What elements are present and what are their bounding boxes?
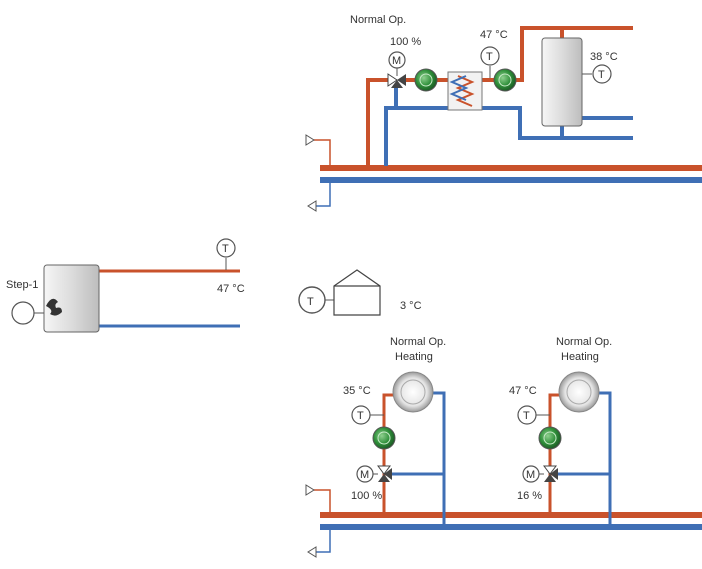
circuit-2-valve-motor[interactable]: M bbox=[522, 465, 544, 483]
tank-sensor-symbol: T bbox=[598, 69, 605, 81]
radiator-2-icon bbox=[558, 371, 600, 413]
circuit-1-supply-temp: 35 °C bbox=[343, 385, 371, 397]
ahu-supply-sensor[interactable]: T bbox=[480, 46, 500, 78]
circuit-2-supply-temp: 47 °C bbox=[509, 385, 537, 397]
circuit-2-mode: Heating bbox=[561, 351, 599, 363]
ahu-valve-motor-symbol: M bbox=[392, 55, 401, 67]
circuit-1-mode: Heating bbox=[395, 351, 433, 363]
ahu-pump-2-icon[interactable] bbox=[493, 68, 517, 92]
supply-in-arrow-icon bbox=[305, 134, 315, 146]
outdoor-sensor-symbol: T bbox=[307, 296, 314, 308]
circuit-1-sensor[interactable]: T bbox=[351, 405, 384, 425]
boiler-flow-temp: 47 °C bbox=[217, 283, 245, 295]
heating-circuit-2: Normal Op. Heating 47 °C T bbox=[509, 336, 612, 524]
circuit-1-three-way-valve-icon[interactable] bbox=[377, 465, 392, 482]
circuit-1-pump-icon[interactable] bbox=[372, 426, 396, 450]
circuit-1-valve-position: 100 % bbox=[351, 490, 382, 502]
ahu-pump-1-icon[interactable] bbox=[414, 68, 438, 92]
radiator-1-icon bbox=[392, 371, 434, 413]
circuit-1-valve-motor-symbol: M bbox=[360, 469, 369, 481]
outdoor-temp: 3 °C bbox=[400, 300, 422, 312]
ahu-valve-position: 100 % bbox=[390, 36, 421, 48]
circuit-2-status: Normal Op. bbox=[556, 336, 612, 348]
boiler-flow-sensor[interactable]: T bbox=[216, 238, 236, 270]
circuit-2-valve-motor-symbol: M bbox=[526, 469, 535, 481]
circuit-1-sensor-symbol: T bbox=[357, 410, 364, 422]
ahu-supply-sensor-symbol: T bbox=[486, 51, 493, 63]
circuit-2-sensor[interactable]: T bbox=[517, 405, 550, 425]
ahu-valve-motor[interactable]: M bbox=[388, 51, 406, 76]
heating-circuits: Normal Op. Heating 35 °C T bbox=[305, 336, 702, 558]
flame-icon bbox=[46, 298, 62, 316]
circuit-2-valve-position: 16 % bbox=[517, 490, 542, 502]
ahu-three-way-valve-icon[interactable] bbox=[387, 73, 406, 88]
house-icon bbox=[333, 269, 381, 316]
circuit-2-pump-icon[interactable] bbox=[538, 426, 562, 450]
outdoor-sensor[interactable]: T bbox=[298, 286, 326, 314]
boiler-sensor-symbol: T bbox=[222, 243, 229, 255]
supply-in-arrow-bottom-icon bbox=[305, 484, 315, 496]
ahu-circuit: Normal Op. 100 % M 47 °C T bbox=[305, 14, 702, 212]
boiler-unit-icon[interactable] bbox=[43, 264, 100, 333]
heat-exchanger-icon bbox=[447, 71, 483, 111]
circuit-2-sensor-symbol: T bbox=[523, 410, 530, 422]
tank-sensor[interactable]: T bbox=[582, 64, 612, 84]
boiler-section: Step-1 T 47 °C bbox=[6, 238, 245, 333]
ahu-status-label: Normal Op. bbox=[350, 14, 406, 26]
return-out-arrow-icon bbox=[307, 200, 317, 212]
circuit-1-status: Normal Op. bbox=[390, 336, 446, 348]
circuit-1-valve-motor[interactable]: M bbox=[356, 465, 378, 483]
boiler-status-indicator[interactable] bbox=[11, 301, 35, 325]
tank-temp: 38 °C bbox=[590, 51, 618, 63]
ahu-supply-temp: 47 °C bbox=[480, 29, 508, 41]
heating-circuit-1: Normal Op. Heating 35 °C T bbox=[343, 336, 446, 524]
outdoor-section: T 3 °C bbox=[298, 269, 422, 316]
storage-tank-icon bbox=[541, 37, 583, 127]
circuit-2-three-way-valve-icon[interactable] bbox=[543, 465, 558, 482]
return-out-arrow-bottom-icon bbox=[307, 546, 317, 558]
boiler-label: Step-1 bbox=[6, 279, 38, 291]
